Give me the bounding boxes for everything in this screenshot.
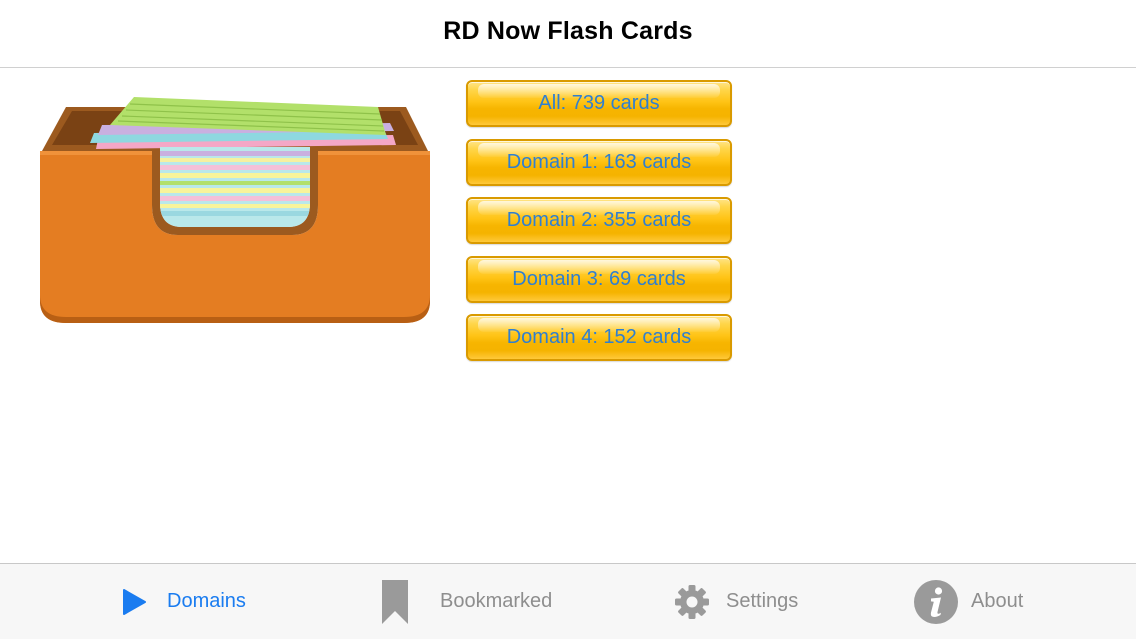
bookmark-icon [378, 578, 412, 626]
gear-icon [672, 584, 712, 620]
deck-button-domain-2[interactable]: Domain 2: 355 cards [466, 197, 732, 244]
tab-bookmarked-label: Bookmarked [440, 590, 553, 612]
tab-about[interactable]: About [912, 564, 1023, 639]
deck-button-all[interactable]: All: 739 cards [466, 80, 732, 127]
deck-button-label: Domain 3: 69 cards [512, 267, 686, 290]
flash-card-box-illustration [40, 97, 430, 323]
deck-button-domain-4[interactable]: Domain 4: 152 cards [466, 314, 732, 361]
play-icon [116, 588, 152, 616]
navigation-bar: RD Now Flash Cards [0, 0, 1136, 68]
deck-button-label: Domain 2: 355 cards [506, 209, 692, 231]
deck-list: All: 739 cards Domain 1: 163 cards Domai… [466, 80, 736, 373]
tab-about-label: About [971, 590, 1024, 612]
deck-button-label: Domain 1: 163 cards [506, 150, 692, 173]
deck-button-label: Domain 4: 152 cards [506, 326, 692, 348]
info-icon [912, 579, 960, 625]
deck-button-domain-1[interactable]: Domain 1: 163 cards [466, 138, 732, 186]
deck-button-domain-3[interactable]: Domain 3: 69 cards [466, 255, 732, 303]
tab-domains-label: Domains [167, 590, 246, 612]
main-content: All: 739 cards Domain 1: 163 cards Domai… [0, 69, 1136, 563]
tab-bookmarked[interactable]: Bookmarked [378, 564, 552, 639]
page-title: RD Now Flash Cards [443, 17, 693, 45]
tab-settings-label: Settings [726, 590, 799, 612]
tab-settings[interactable]: Settings [672, 564, 798, 639]
deck-button-label: All: 739 cards [538, 92, 660, 114]
tab-bar: Domains Bookmarked [0, 563, 1136, 639]
tab-domains[interactable]: Domains [116, 564, 246, 639]
